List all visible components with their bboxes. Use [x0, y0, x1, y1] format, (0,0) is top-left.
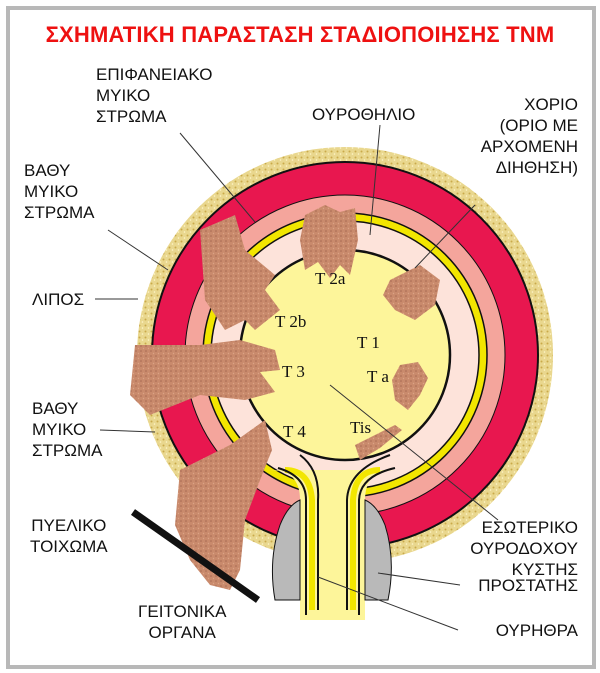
tumors — [130, 205, 440, 590]
diagram-title: ΣΧΗΜΑΤΙΚΗ ΠΑΡΑΣΤΑΣΗ ΣΤΑΔΙΟΠΟΙΗΣΗΣ ΤΝΜ — [45, 22, 555, 47]
stage-label-t2a: T 2a — [315, 269, 346, 288]
stage-label-t1: T 1 — [357, 333, 380, 352]
label-superficial-muscle: ΕΠΙΦΑΝΕΙΑΚΟ ΜΥΙΚΟ ΣΤΡΩΜΑ — [96, 65, 213, 126]
tumor-t4 — [175, 420, 272, 590]
bladder-neck — [270, 470, 395, 620]
tumor-t2b — [200, 215, 280, 330]
label-prostate: ΠΡΟΣΤΑΤΗΣ — [478, 576, 578, 595]
stage-label-t4: T 4 — [283, 422, 306, 441]
stage-label-ta: T a — [367, 367, 389, 386]
label-fat: ΛΙΠΟΣ — [32, 290, 85, 309]
tumor-t2a — [300, 205, 358, 278]
label-chorion: ΧΟΡΙΟ (ΟΡΙΟ ΜΕ ΑΡΧΟΜΕΝΗ ΔΙΗΘΗΣΗ) — [480, 95, 578, 177]
label-deep-muscle-bottom: ΒΑΘΥ ΜΥΙΚΟ ΣΤΡΩΜΑ — [32, 399, 103, 460]
pelvic-wall-line — [130, 509, 261, 603]
label-deep-muscle-top: ΒΑΘΥ ΜΥΙΚΟ ΣΤΡΩΜΑ — [24, 161, 95, 222]
prostate-left — [271, 499, 301, 601]
tumor-t3 — [130, 340, 280, 415]
tumor-ta — [392, 362, 428, 410]
leader-lines — [95, 124, 499, 631]
label-urethra: ΟΥΡΗΘΡΑ — [495, 621, 578, 640]
tumor-t1 — [383, 265, 440, 320]
stage-label-t3: T 3 — [282, 362, 305, 381]
stage-label-t2b: T 2b — [275, 312, 306, 331]
label-adjacent-organs: ΓΕΙΤΟΝΙΚΑ ΟΡΓΑΝΑ — [138, 602, 227, 642]
stage-label-tis: Tis — [350, 418, 371, 437]
label-bladder-interior: ΕΣΩΤΕΡΙΚΟ ΟΥΡΟΔΟΧΟΥ ΚΥΣΤΗΣ — [470, 518, 578, 579]
label-urothelium: ΟΥΡΟΘΗΛΙΟ — [312, 105, 416, 124]
label-pelvic-wall: ΠΥΕΛΙΚΟ ΤΟΙΧΩΜΑ — [30, 516, 108, 556]
prostate-right — [364, 499, 392, 601]
